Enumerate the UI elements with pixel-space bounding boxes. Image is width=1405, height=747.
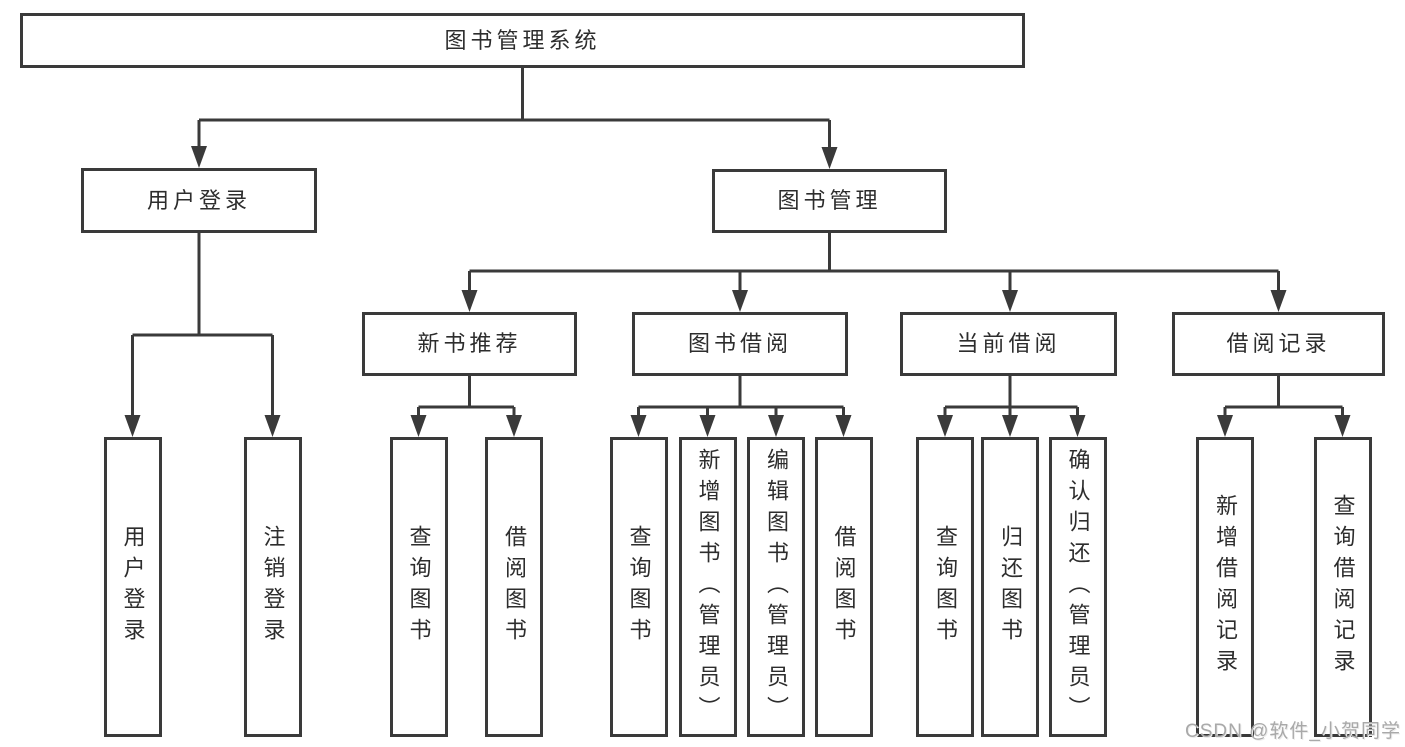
node-borrowing-records: 借阅记录 bbox=[1172, 312, 1385, 376]
node-library-management-system: 图书管理系统 bbox=[20, 13, 1025, 68]
leaf-label: 查询图书 bbox=[626, 525, 652, 649]
edge-root-to-level2 bbox=[197, 68, 831, 151]
leaf-query-books-current: 查询图书 bbox=[916, 437, 974, 737]
leaf-label: 查询图书 bbox=[406, 525, 432, 649]
leaf-label: 用户登录 bbox=[120, 525, 146, 649]
arrow-down-icon bbox=[461, 290, 478, 312]
edge-user-login-to-children bbox=[131, 233, 274, 419]
leaf-edit-books-admin: 编辑图书（管理员） bbox=[747, 437, 805, 737]
arrow-down-icon bbox=[410, 415, 427, 437]
arrow-down-icon bbox=[506, 415, 522, 437]
node-book-management: 图书管理 bbox=[712, 169, 947, 233]
arrow-down-icon bbox=[1217, 415, 1233, 437]
leaf-label: 归还图书 bbox=[998, 525, 1023, 649]
arrow-down-icon bbox=[124, 415, 141, 437]
arrow-down-icon bbox=[264, 415, 281, 437]
arrow-down-icon bbox=[1069, 415, 1086, 437]
arrow-down-icon bbox=[835, 415, 852, 437]
edge-book-management-to-sections bbox=[468, 233, 1280, 294]
arrow-down-icon bbox=[191, 146, 207, 168]
arrow-down-icon bbox=[1334, 415, 1351, 437]
edge-book-borrowing-to-children bbox=[637, 376, 845, 419]
leaf-borrow-books-recommendation: 借阅图书 bbox=[485, 437, 543, 737]
node-label: 图书管理 bbox=[777, 188, 882, 213]
leaf-query-books-borrowing: 查询图书 bbox=[609, 437, 668, 737]
leaf-user-login: 用户登录 bbox=[103, 437, 162, 737]
arrow-down-icon bbox=[1002, 415, 1018, 437]
node-label: 借阅记录 bbox=[1226, 331, 1331, 356]
arrow-down-icon bbox=[1002, 290, 1018, 312]
arrow-down-icon bbox=[630, 415, 647, 437]
leaf-label: 查询借阅记录 bbox=[1330, 494, 1356, 680]
leaf-label: 确认归还（管理员） bbox=[1065, 447, 1091, 727]
node-label: 新书推荐 bbox=[417, 331, 522, 356]
edge-borrowing-records-to-children bbox=[1223, 376, 1344, 419]
node-user-login: 用户登录 bbox=[81, 168, 317, 233]
leaf-label: 查询图书 bbox=[933, 525, 958, 649]
node-label: 图书管理系统 bbox=[444, 27, 601, 53]
node-label: 当前借阅 bbox=[956, 331, 1061, 356]
leaf-confirm-return-admin: 确认归还（管理员） bbox=[1048, 437, 1107, 737]
node-current-borrowing: 当前借阅 bbox=[900, 312, 1117, 376]
arrow-down-icon bbox=[768, 415, 784, 437]
edge-new-book-recommendation-to-children bbox=[417, 376, 516, 419]
leaf-label: 新增借阅记录 bbox=[1213, 494, 1238, 680]
leaf-add-books-admin: 新增图书（管理员） bbox=[678, 437, 737, 737]
leaf-label: 编辑图书（管理员） bbox=[764, 447, 789, 727]
node-book-borrowing: 图书借阅 bbox=[632, 312, 848, 376]
arrow-down-icon bbox=[732, 290, 748, 312]
edge-current-borrowing-to-children bbox=[943, 376, 1079, 419]
watermark: CSDN @软件_小贺同学 bbox=[1185, 721, 1401, 742]
leaf-query-books-recommendation: 查询图书 bbox=[389, 437, 448, 737]
leaf-add-borrow-record: 新增借阅记录 bbox=[1196, 437, 1254, 737]
node-new-book-recommendation: 新书推荐 bbox=[362, 312, 577, 376]
leaf-label: 借阅图书 bbox=[831, 525, 857, 649]
arrow-down-icon bbox=[821, 147, 838, 169]
leaf-label: 新增图书（管理员） bbox=[695, 447, 721, 727]
leaf-query-borrow-record: 查询借阅记录 bbox=[1313, 437, 1372, 737]
leaf-return-books: 归还图书 bbox=[981, 437, 1039, 737]
arrow-down-icon bbox=[699, 415, 716, 437]
node-label: 图书借阅 bbox=[687, 331, 792, 356]
leaf-logout: 注销登录 bbox=[243, 437, 302, 737]
leaf-borrow-books: 借阅图书 bbox=[814, 437, 873, 737]
node-label: 用户登录 bbox=[146, 187, 251, 213]
leaf-label: 借阅图书 bbox=[502, 525, 527, 649]
leaf-label: 注销登录 bbox=[260, 525, 286, 649]
arrow-down-icon bbox=[1270, 290, 1287, 312]
arrow-down-icon bbox=[937, 415, 953, 437]
